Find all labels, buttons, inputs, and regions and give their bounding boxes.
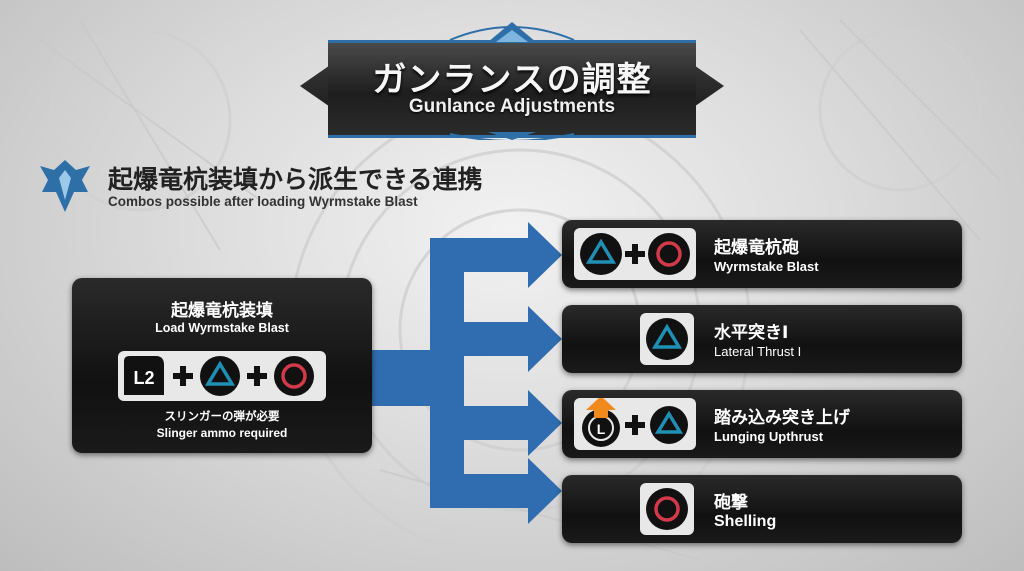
option-title-jp: 水平突きI	[714, 323, 789, 343]
option-button-combo	[574, 228, 696, 280]
banner-ornament	[449, 22, 575, 140]
flow-arrow-head-2	[528, 306, 562, 372]
option-button-combo	[640, 313, 694, 365]
option-title-en: Lunging Upthrust	[714, 429, 824, 444]
banner-title-en: Gunlance Adjustments	[408, 96, 616, 117]
combo-option-wyrmstake-blast: 起爆竜杭砲 Wyrmstake Blast	[562, 220, 962, 288]
plus-icon	[625, 244, 645, 264]
triangle-button-icon	[646, 318, 688, 360]
section-heading-jp: 起爆竜杭装填から派生できる連携	[108, 165, 483, 194]
title-banner: ガンランスの調整 Gunlance Adjustments	[300, 18, 724, 140]
triangle-button-icon	[580, 233, 622, 275]
plus-icon	[247, 366, 267, 386]
banner-title-jp: ガンランスの調整	[372, 60, 652, 100]
source-title-en: Load Wyrmstake Blast	[155, 321, 289, 335]
source-button-combo: L2	[118, 351, 326, 401]
plus-icon	[173, 366, 193, 386]
flow-arrow-stem	[372, 350, 432, 406]
flow-arrow-branch-2	[462, 322, 528, 356]
l2-button-icon: L2	[124, 356, 164, 395]
triangle-button-icon	[200, 356, 240, 396]
source-note-jp: スリンガーの弾が必要	[164, 409, 280, 423]
flow-arrow-branch-1	[462, 238, 528, 272]
source-combo-card: 起爆竜杭装填 Load Wyrmstake Blast L2	[72, 278, 372, 453]
combo-option-lunging-upthrust: L 踏み込み突き上げ Lunging Upthrust	[562, 390, 962, 458]
source-title-jp: 起爆竜杭装填	[171, 301, 273, 321]
circle-button-icon	[274, 356, 314, 396]
option-button-combo	[640, 483, 694, 535]
plus-icon	[625, 415, 645, 435]
flow-arrow-head-4	[528, 458, 562, 524]
option-title-en: Wyrmstake Blast	[714, 259, 819, 274]
option-button-combo: L	[574, 398, 696, 450]
flow-arrow-head-1	[528, 222, 562, 288]
l2-button-label: L2	[133, 368, 154, 388]
flow-arrow-spine	[430, 238, 464, 508]
section-heading-en: Combos possible after loading Wyrmstake …	[108, 194, 418, 209]
source-note-en: Slinger ammo required	[156, 426, 288, 440]
combo-option-lateral-thrust: 水平突きI Lateral Thrust I	[562, 305, 962, 373]
option-title-en: Lateral Thrust I	[714, 344, 802, 359]
wyvern-crest-icon	[40, 160, 90, 212]
circle-button-icon	[648, 233, 690, 275]
combo-option-shelling: 砲撃 Shelling	[562, 475, 962, 543]
flow-arrow-branch-4	[462, 474, 528, 508]
flow-arrow-branch-3	[462, 406, 528, 440]
left-stick-up-icon: L	[582, 398, 620, 447]
triangle-button-icon	[650, 406, 688, 444]
option-title-jp: 起爆竜杭砲	[714, 238, 799, 258]
option-title-jp: 踏み込み突き上げ	[714, 408, 850, 428]
left-stick-label: L	[597, 421, 606, 437]
option-title-jp: 砲撃	[714, 493, 748, 513]
circle-button-icon	[646, 488, 688, 530]
option-title-en: Shelling	[714, 513, 777, 530]
flow-arrow-head-3	[528, 390, 562, 456]
